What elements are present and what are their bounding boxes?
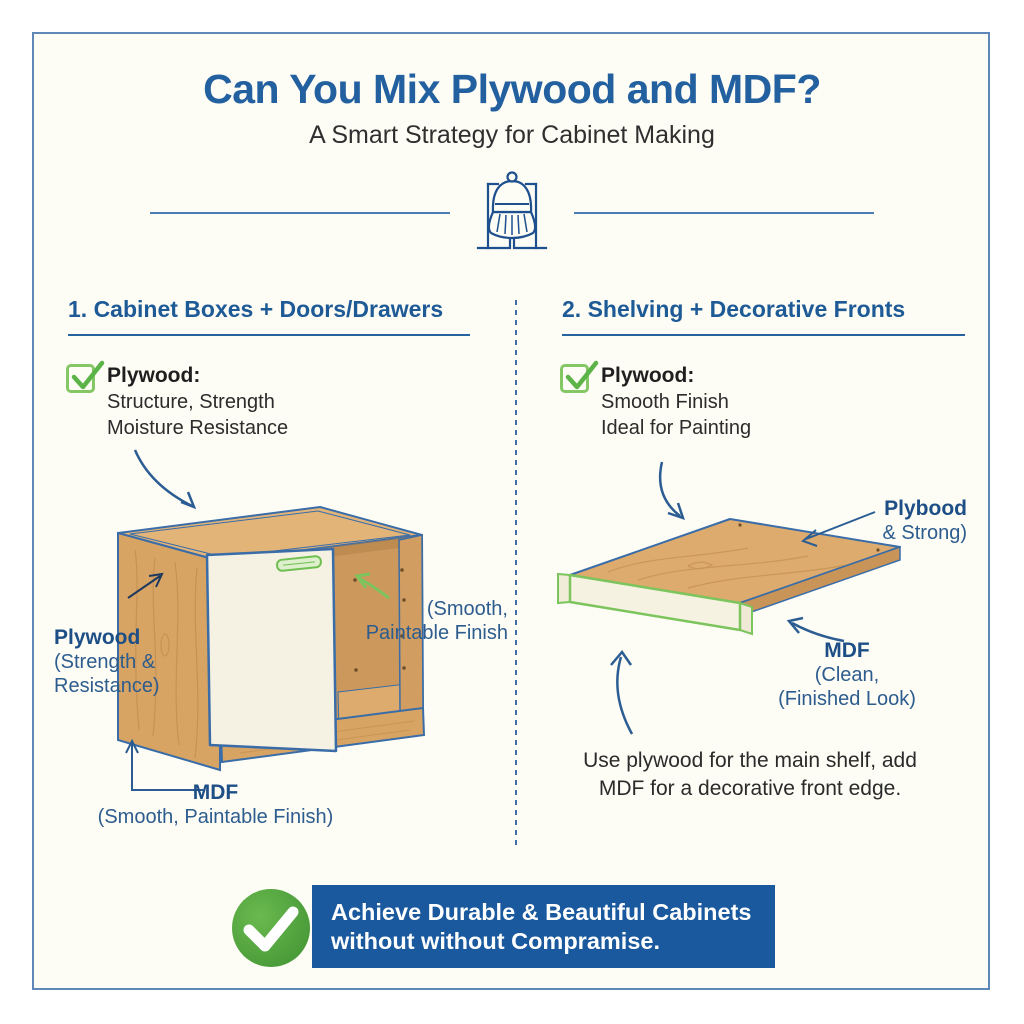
- label-mdf-right-title: MDF: [824, 639, 870, 662]
- label-smooth-line1: (Smooth,: [426, 598, 508, 620]
- shelf-illustration: [557, 461, 901, 735]
- label-smooth-finish: (Smooth, Paintable Finish: [350, 597, 508, 645]
- right-check-label: Plywood:: [601, 364, 695, 387]
- left-check-line-2: Moisture Resistance: [107, 417, 289, 439]
- label-mdf-right-sub1: (Clean,: [814, 664, 880, 686]
- label-plywood-left-sub1: (Strength &: [54, 651, 156, 673]
- page-subtitle: A Smart Strategy for Cabinet Making: [309, 121, 715, 149]
- label-plybood-right: Plybood & Strong): [805, 497, 967, 545]
- label-mdf-left-sub: (Smooth, Paintable Finish): [97, 806, 334, 828]
- left-check-label: Plywood:: [107, 364, 201, 387]
- footer-banner: Achieve Durable & Beautiful Cabinets wit…: [312, 885, 775, 968]
- column-divider: [515, 300, 517, 845]
- label-plywood-left: Plywood (Strength & Resistance): [54, 626, 214, 698]
- label-plybood-right-title: Plybood: [884, 497, 967, 520]
- label-mdf-right-sub2: (Finished Look): [778, 688, 916, 710]
- label-smooth-line2: Paintable Finish: [365, 622, 508, 644]
- shelf-note-line2: MDF for a decorative front edge.: [598, 777, 902, 800]
- cabinet-illustration: [117, 449, 426, 791]
- door-handle: [275, 555, 322, 572]
- left-check-line-1: Structure, Strength: [107, 391, 275, 413]
- right-check-line-1: Smooth Finish: [601, 391, 729, 413]
- checkbox-checked-icon: [66, 360, 105, 393]
- label-mdf-left-title: MDF: [192, 781, 239, 804]
- checkbox-checked-icon: [560, 360, 599, 393]
- section-heading-shelving: 2. Shelving + Decorative Fronts: [562, 296, 965, 336]
- divider-line-right: [574, 212, 874, 214]
- footer-line-2: without without Compramise.: [331, 927, 660, 954]
- divider-line-left: [150, 212, 450, 214]
- page-title: Can You Mix Plywood and MDF?: [203, 66, 821, 112]
- check-circle-icon: [232, 889, 310, 967]
- label-plywood-left-title: Plywood: [54, 626, 141, 649]
- section-heading-cabinet-boxes: 1. Cabinet Boxes + Doors/Drawers: [68, 296, 470, 336]
- brush-cabinet-icon: [476, 171, 548, 250]
- shelf-note: Use plywood for the main shelf, add MDF …: [550, 747, 950, 803]
- right-check-row: Plywood: Smooth Finish Ideal for Paintin…: [560, 360, 752, 441]
- footer-line-1: Achieve Durable & Beautiful Cabinets: [331, 898, 752, 925]
- shelf-note-line1: Use plywood for the main shelf, add: [583, 749, 917, 772]
- label-plybood-right-sub: & Strong): [882, 522, 967, 544]
- label-mdf-right: MDF (Clean, (Finished Look): [762, 639, 932, 711]
- left-check-row: Plywood: Structure, Strength Moisture Re…: [66, 360, 289, 441]
- label-mdf-left: MDF (Smooth, Paintable Finish): [68, 781, 363, 829]
- label-plywood-left-sub2: Resistance): [54, 675, 160, 697]
- right-check-line-2: Ideal for Painting: [601, 417, 752, 439]
